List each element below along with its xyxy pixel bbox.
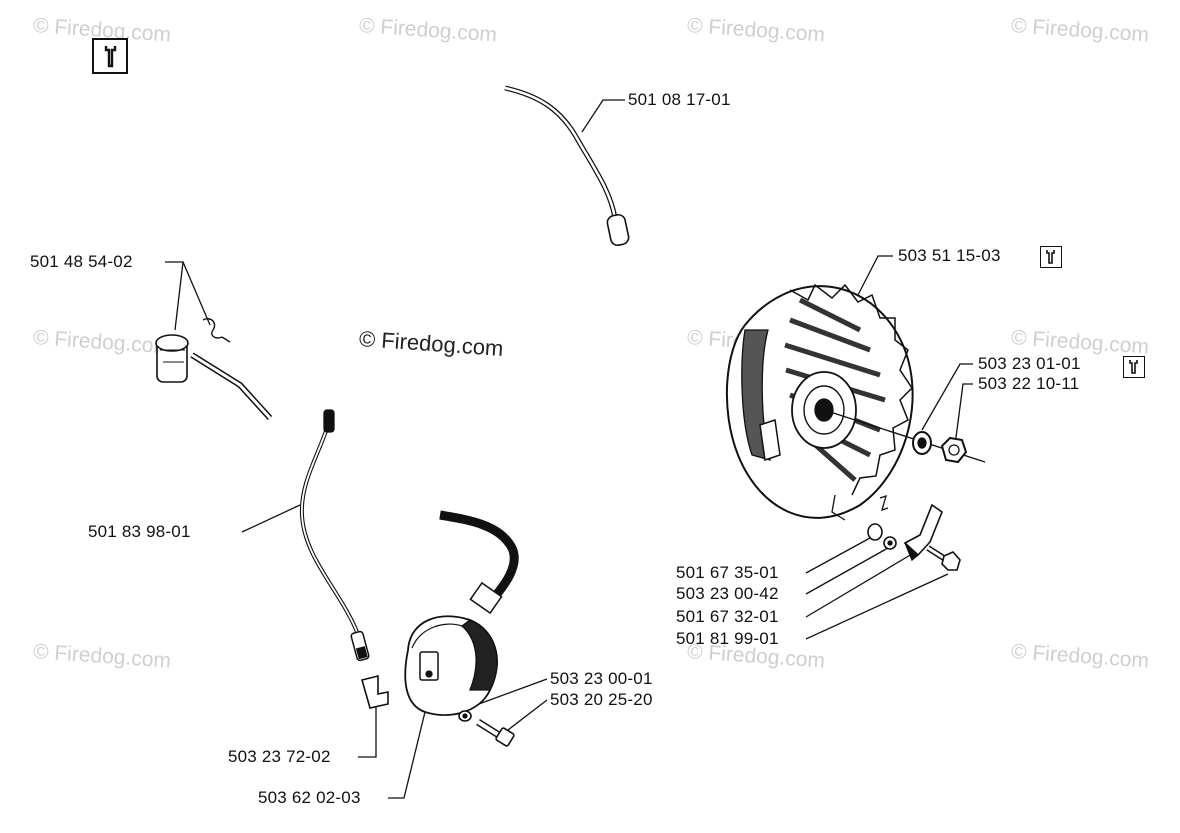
wrench-icon: [1040, 246, 1062, 268]
part-label-503-23-01-01: 503 23 01-01: [978, 354, 1081, 373]
part-label-501-67-32-01: 501 67 32-01: [676, 607, 779, 626]
flywheel-part: [725, 283, 986, 521]
part-label-503-23-00-01: 503 23 00-01: [550, 669, 653, 688]
leader-lines: [165, 99, 973, 799]
part-label-501-48-54-02: 501 48 54-02: [30, 252, 133, 271]
part-label-503-62-02-03: 503 62 02-03: [258, 788, 361, 807]
part-label-503-20-25-20: 503 20 25-20: [550, 690, 653, 709]
hose-part: [504, 85, 630, 247]
ignition-lead-part: [299, 409, 370, 662]
part-label-503-23-00-42: 503 23 00-42: [676, 584, 779, 603]
part-label-503-51-15-03: 503 51 15-03: [898, 246, 1001, 265]
ignition-module-part: [361, 510, 519, 747]
part-label-501-83-98-01: 501 83 98-01: [88, 522, 191, 541]
part-label-503-22-10-11: 503 22 10-11: [978, 374, 1080, 393]
part-label-501-81-99-01: 501 81 99-01: [676, 629, 779, 648]
part-label-501-08-17-01: 501 08 17-01: [628, 90, 731, 109]
part-label-503-23-72-02: 503 23 72-02: [228, 747, 331, 766]
wrench-icon: [92, 38, 128, 74]
part-label-501-67-35-01: 501 67 35-01: [676, 563, 779, 582]
stop-switch-part: [155, 318, 273, 421]
wrench-icon: [1123, 356, 1145, 378]
pawl-assembly-part: [867, 494, 961, 571]
